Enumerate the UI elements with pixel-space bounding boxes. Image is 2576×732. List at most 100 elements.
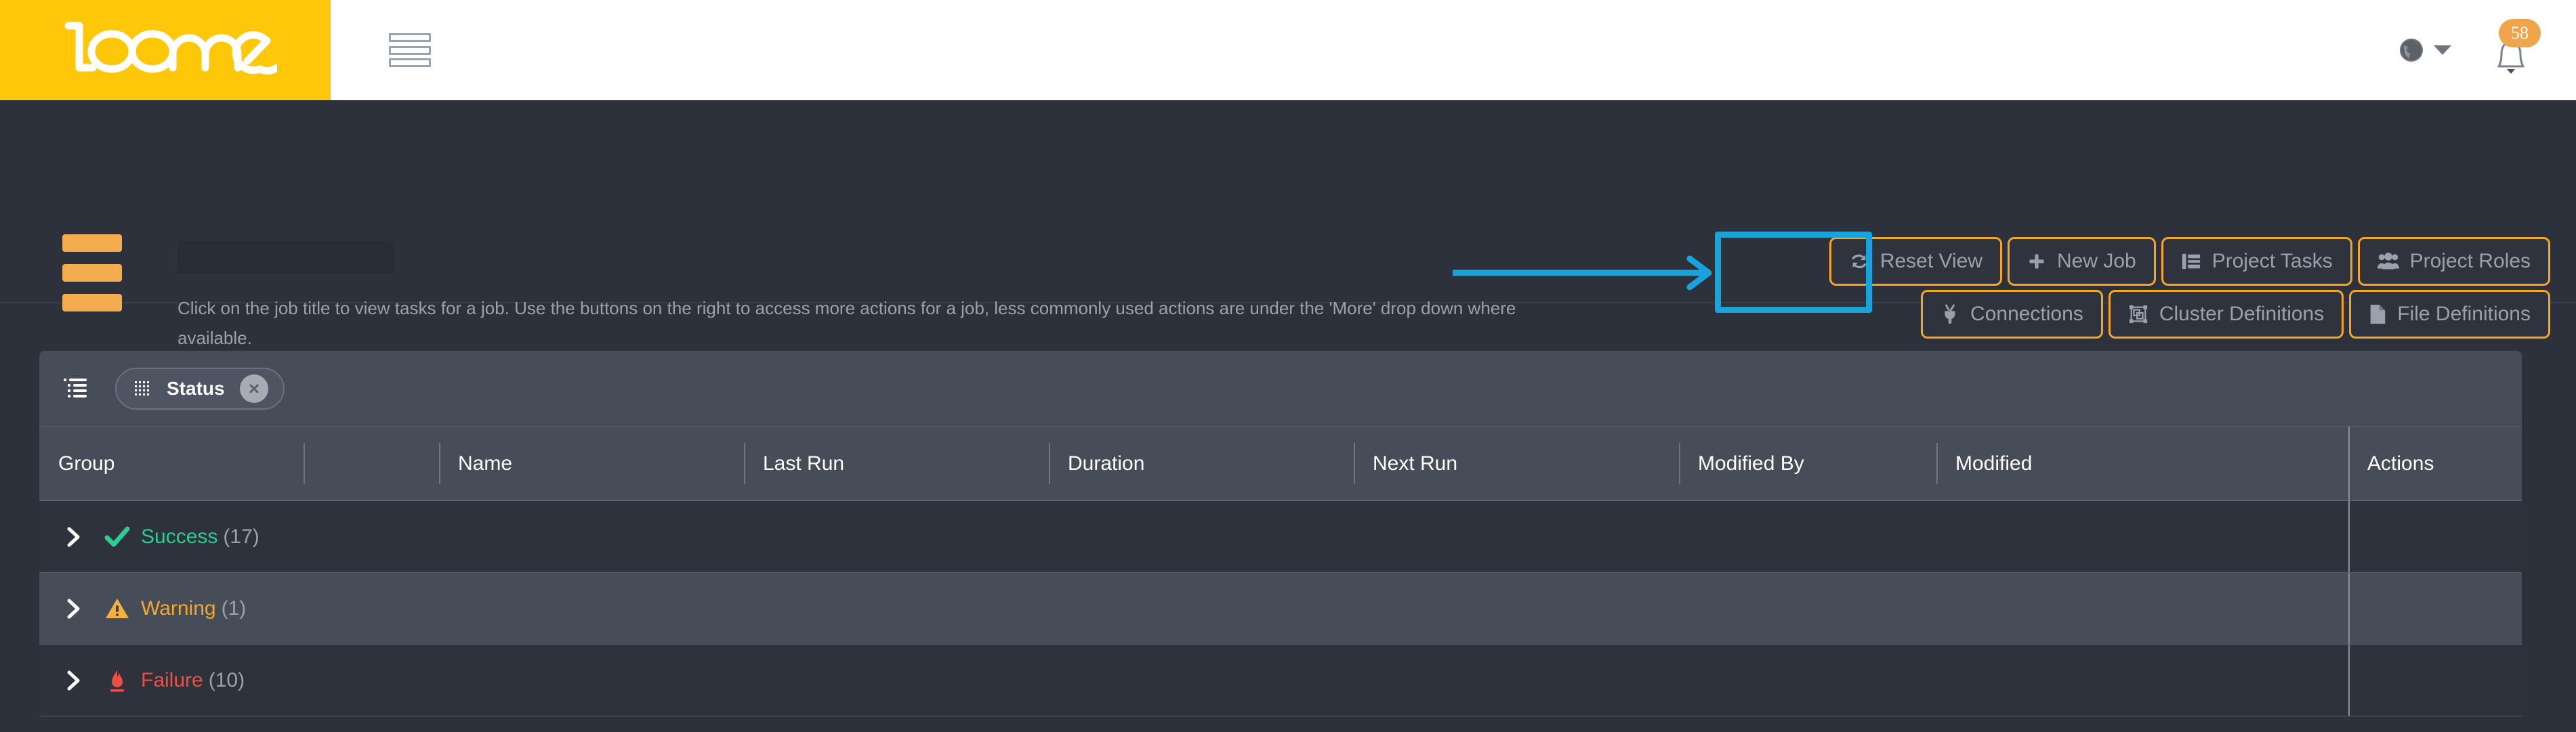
chevron-right-icon[interactable] <box>66 670 81 691</box>
fire-icon <box>110 669 124 691</box>
top-bar: 58 <box>0 0 2576 100</box>
notifications-button[interactable]: 58 <box>2491 19 2541 76</box>
row-cell-modified-by <box>1679 501 1936 572</box>
row-cell-next-run <box>1354 501 1679 572</box>
row-cell-actions[interactable] <box>2348 573 2522 644</box>
action-button-row-secondary: Connections Cluster Definitions <box>1921 290 2550 339</box>
chevron-down-icon <box>2434 45 2451 55</box>
project-roles-label: Project Roles <box>2409 250 2531 272</box>
warning-triangle-icon <box>106 598 129 618</box>
filter-chip-label: Status <box>167 377 225 399</box>
row-cell-next-run <box>1354 573 1679 644</box>
row-cell-name <box>439 573 744 644</box>
row-cell-name <box>439 501 744 572</box>
column-header-modified-by[interactable]: Modified By <box>1679 427 1936 500</box>
group-label: Failure <box>141 668 203 691</box>
file-definitions-label: File Definitions <box>2397 303 2531 325</box>
page-action-buttons: Reset View New Job Project Tasks <box>1829 237 2550 339</box>
close-icon <box>249 384 259 393</box>
row-cell-actions[interactable] <box>2348 645 2522 716</box>
plus-icon <box>2029 254 2044 269</box>
row-cell-actions[interactable] <box>2348 501 2522 572</box>
row-cell-modified <box>1936 573 2348 644</box>
row-cell-name <box>439 645 744 716</box>
group-count: (1) <box>221 597 247 620</box>
new-job-label: New Job <box>2057 250 2136 272</box>
loome-logo-icon <box>64 22 277 75</box>
notification-count-badge: 58 <box>2499 19 2541 47</box>
hamburger-bar <box>389 45 431 55</box>
decoration-bar <box>62 234 122 252</box>
table-toolbar: Status <box>39 351 2522 427</box>
users-group-icon <box>2377 253 2399 270</box>
file-definitions-button[interactable]: File Definitions <box>2349 290 2550 339</box>
table-row[interactable]: Warning (1) <box>39 573 2522 645</box>
topbar-right-controls: 58 <box>2400 19 2541 76</box>
connections-button[interactable]: Connections <box>1921 290 2103 339</box>
page-header-decoration <box>62 234 122 311</box>
row-cell-modified <box>1936 501 2348 572</box>
row-cell-next-run <box>1354 645 1679 716</box>
cluster-icon <box>2129 305 2147 324</box>
row-cell-spacer <box>304 573 439 644</box>
group-row-warning-cell[interactable]: Warning (1) <box>39 573 304 644</box>
column-header-spacer[interactable] <box>304 427 439 500</box>
hamburger-bar <box>389 33 431 42</box>
row-cell-last-run <box>744 573 1049 644</box>
chevron-right-icon[interactable] <box>66 599 81 619</box>
plug-icon <box>1945 304 1955 324</box>
row-cell-duration <box>1049 645 1354 716</box>
tasks-list-icon <box>2182 253 2200 270</box>
table-row[interactable]: Success (17) <box>39 501 2522 573</box>
table-row[interactable]: Failure (10) <box>39 645 2522 716</box>
filter-chip-remove-button[interactable] <box>239 374 268 403</box>
hamburger-bar <box>389 58 431 67</box>
list-indent-icon[interactable] <box>64 377 91 400</box>
row-cell-modified <box>1936 645 2348 716</box>
group-row-failure-cell[interactable]: Failure (10) <box>39 645 304 716</box>
group-label: Warning <box>141 597 216 620</box>
column-header-duration[interactable]: Duration <box>1049 427 1354 500</box>
row-cell-duration <box>1049 501 1354 572</box>
row-cell-duration <box>1049 573 1354 644</box>
new-job-button[interactable]: New Job <box>2008 237 2156 286</box>
annotation-arrow <box>1453 255 1712 290</box>
column-header-name[interactable]: Name <box>439 427 744 500</box>
project-tasks-label: Project Tasks <box>2211 250 2333 272</box>
grip-dots-icon <box>135 381 149 395</box>
reset-view-label: Reset View <box>1879 250 1983 272</box>
connections-label: Connections <box>1970 303 2083 325</box>
column-header-last-run[interactable]: Last Run <box>744 427 1049 500</box>
check-icon <box>104 526 130 546</box>
language-selector[interactable] <box>2400 39 2451 62</box>
action-button-row-primary: Reset View New Job Project Tasks <box>1829 237 2550 286</box>
column-header-next-run[interactable]: Next Run <box>1354 427 1679 500</box>
row-cell-spacer <box>304 645 439 716</box>
project-roles-button[interactable]: Project Roles <box>2357 237 2550 286</box>
group-row-success-cell[interactable]: Success (17) <box>39 501 304 572</box>
file-icon <box>2370 304 2386 324</box>
project-tasks-button[interactable]: Project Tasks <box>2161 237 2352 286</box>
globe-icon <box>2400 39 2423 62</box>
column-header-group[interactable]: Group <box>58 452 115 475</box>
filter-chip-status[interactable]: Status <box>115 367 285 410</box>
row-cell-modified-by <box>1679 573 1936 644</box>
column-header-actions[interactable]: Actions <box>2348 427 2522 500</box>
group-label: Success <box>141 525 218 548</box>
row-cell-last-run <box>744 501 1049 572</box>
cluster-definitions-button[interactable]: Cluster Definitions <box>2108 290 2344 339</box>
decoration-bar <box>62 264 122 282</box>
row-cell-modified-by <box>1679 645 1936 716</box>
hamburger-icon[interactable] <box>389 33 431 67</box>
reset-view-button[interactable]: Reset View <box>1829 237 2003 286</box>
row-cell-last-run <box>744 645 1049 716</box>
chevron-right-icon[interactable] <box>66 527 81 547</box>
brand-logo[interactable] <box>0 0 331 100</box>
page-header: Click on the job title to view tasks for… <box>0 100 2576 348</box>
column-header-modified[interactable]: Modified <box>1936 427 2348 500</box>
jobs-table-panel: Status Group Name Last Run Duration Next… <box>39 351 2522 716</box>
cluster-definitions-label: Cluster Definitions <box>2159 303 2325 325</box>
group-count: (17) <box>223 525 259 548</box>
row-cell-spacer <box>304 501 439 572</box>
decoration-bar <box>62 294 122 311</box>
